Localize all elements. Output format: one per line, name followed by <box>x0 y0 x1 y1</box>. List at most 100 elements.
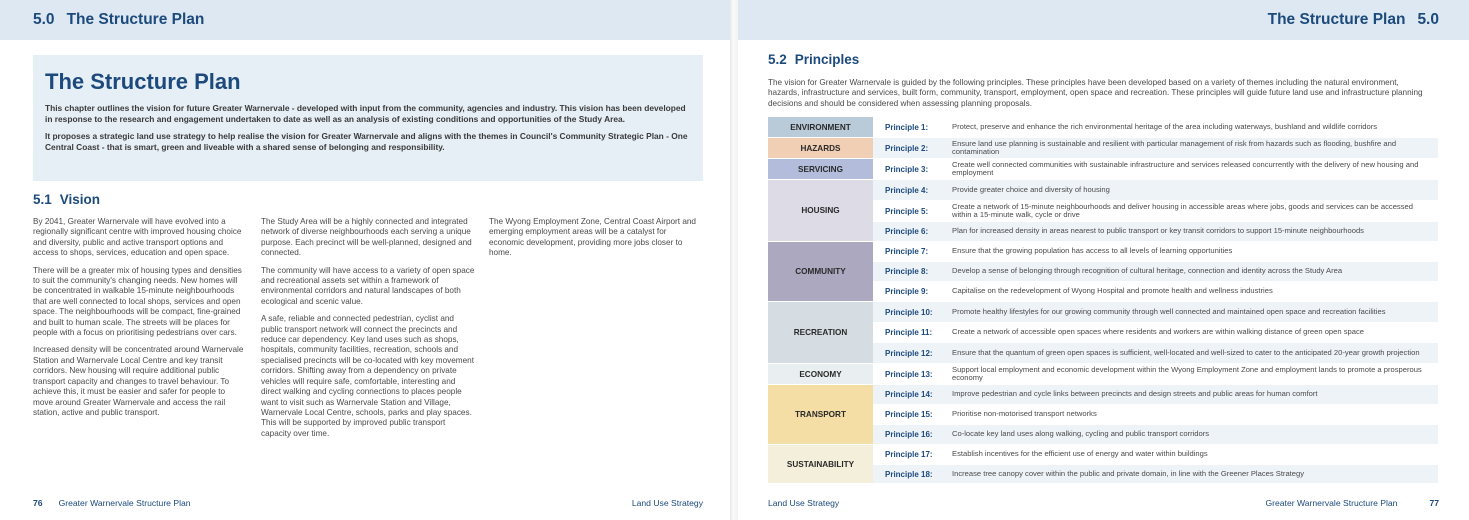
footer-section-text: Land Use Strategy <box>631 498 703 508</box>
principle-number: Principle 16: <box>873 425 948 445</box>
body-paragraph: The Wyong Employment Zone, Central Coast… <box>489 217 696 258</box>
principle-number: Principle 10: <box>873 302 948 323</box>
principle-number: Principle 2: <box>873 138 948 159</box>
principle-number: Principle 11: <box>873 323 948 343</box>
section-heading-principles: 5.2 Principles <box>768 52 859 67</box>
theme-label: COMMUNITY <box>768 242 873 302</box>
principle-row: Principle 16:Co-locate key land uses alo… <box>768 425 1438 445</box>
principle-row: Principle 15:Prioritise non-motorised tr… <box>768 405 1438 425</box>
principle-text: Prioritise non-motorised transport netwo… <box>948 405 1438 425</box>
page-number: 77 <box>1429 498 1439 508</box>
principle-text: Improve pedestrian and cycle links betwe… <box>948 385 1438 405</box>
section-number: 5.1 <box>33 192 52 207</box>
theme-label: HOUSING <box>768 180 873 242</box>
principle-number: Principle 1: <box>873 117 948 138</box>
principle-text: Protect, preserve and enhance the rich e… <box>948 117 1438 138</box>
page-footer-left: 76 Greater Warnervale Structure Plan <box>33 498 191 508</box>
principle-text: Capitalise on the redevelopment of Wyong… <box>948 282 1438 302</box>
vision-column-2: The Study Area will be a highly connecte… <box>261 217 475 446</box>
section-title: Vision <box>59 192 101 207</box>
principle-text: Ensure that the quantum of green open sp… <box>948 343 1438 364</box>
page-footer-right: Greater Warnervale Structure Plan 77 <box>1265 498 1439 508</box>
footer-section-label: Land Use Strategy <box>768 498 839 508</box>
body-paragraph: The Study Area will be a highly connecte… <box>261 217 472 258</box>
intro-box: The Structure Plan This chapter outlines… <box>33 55 703 181</box>
principle-number: Principle 15: <box>873 405 948 425</box>
chapter-number: 5.0 <box>1417 11 1439 28</box>
principle-text: Create a network of 15-minute neighbourh… <box>948 201 1438 222</box>
theme-label: SUSTAINABILITY <box>768 445 873 484</box>
principle-row: Principle 11:Create a network of accessi… <box>768 323 1438 343</box>
section-heading-vision: 5.1 Vision <box>33 192 100 207</box>
body-paragraph: By 2041, Greater Warnervale will have ev… <box>33 217 242 258</box>
footer-document-title: Greater Warnervale Structure Plan <box>1265 498 1398 508</box>
principle-row: Principle 5:Create a network of 15-minut… <box>768 201 1438 222</box>
principle-row: Principle 18:Increase tree canopy cover … <box>768 465 1438 484</box>
principle-text: Promote healthy lifestyles for our growi… <box>948 302 1438 323</box>
section-title: Principles <box>794 52 860 67</box>
chapter-number: 5.0 <box>33 11 55 28</box>
footer-section-label: Land Use Strategy <box>632 498 703 508</box>
principle-text: Support local employment and economic de… <box>948 364 1438 385</box>
principle-number: Principle 17: <box>873 445 948 465</box>
principle-text: Co-locate key land uses along walking, c… <box>948 425 1438 445</box>
principle-text: Establish incentives for the efficient u… <box>948 445 1438 465</box>
page-header: 5.0 The Structure Plan <box>0 0 730 40</box>
principle-number: Principle 7: <box>873 242 948 262</box>
footer-section-text: Land Use Strategy <box>768 498 840 508</box>
principle-number: Principle 4: <box>873 180 948 201</box>
principle-number: Principle 13: <box>873 364 948 385</box>
body-paragraph: A safe, reliable and connected pedestria… <box>261 314 474 438</box>
principle-number: Principle 18: <box>873 465 948 484</box>
theme-label: HAZARDS <box>768 138 873 159</box>
principle-text: Develop a sense of belonging through rec… <box>948 262 1438 282</box>
principle-text: Ensure that the growing population has a… <box>948 242 1438 262</box>
principle-row: Principle 8:Develop a sense of belonging… <box>768 262 1438 282</box>
page-left: 5.0 The Structure Plan The Structure Plan… <box>0 0 730 520</box>
intro-paragraph: This chapter outlines the vision for fut… <box>45 103 686 124</box>
principle-text: Create a network of accessible open spac… <box>948 323 1438 343</box>
section-number: 5.2 <box>768 52 787 67</box>
principle-number: Principle 12: <box>873 343 948 364</box>
vision-column-1: By 2041, Greater Warnervale will have ev… <box>33 217 245 425</box>
page-gutter <box>730 0 738 520</box>
principle-text: Increase tree canopy cover within the pu… <box>948 465 1438 484</box>
principle-number: Principle 9: <box>873 282 948 302</box>
principle-row: Principle 9:Capitalise on the redevelopm… <box>768 282 1438 302</box>
principle-number: Principle 8: <box>873 262 948 282</box>
theme-label: TRANSPORT <box>768 385 873 445</box>
principle-text: Plan for increased density in areas near… <box>948 222 1438 242</box>
principle-number: Principle 6: <box>873 222 948 242</box>
footer-document-title: Greater Warnervale Structure Plan <box>58 498 191 508</box>
principle-text: Ensure land use planning is sustainable … <box>948 138 1438 159</box>
principle-number: Principle 5: <box>873 201 948 222</box>
principle-row: Principle 6:Plan for increased density i… <box>768 222 1438 242</box>
theme-label: SERVICING <box>768 159 873 180</box>
principle-number: Principle 3: <box>873 159 948 180</box>
principle-text: Provide greater choice and diversity of … <box>948 180 1438 201</box>
vision-column-3: The Wyong Employment Zone, Central Coast… <box>489 217 703 266</box>
page-number: 76 <box>33 498 43 508</box>
chapter-title: The Structure Plan <box>66 11 205 28</box>
chapter-heading: 5.0 The Structure Plan <box>33 11 204 29</box>
theme-label: ENVIRONMENT <box>768 117 873 138</box>
theme-label: ECONOMY <box>768 364 873 385</box>
principles-intro: The vision for Greater Warnervale is gui… <box>768 78 1423 108</box>
principle-text: Create well connected communities with s… <box>948 159 1438 180</box>
intro-paragraph: It proposes a strategic land use strateg… <box>45 131 688 152</box>
